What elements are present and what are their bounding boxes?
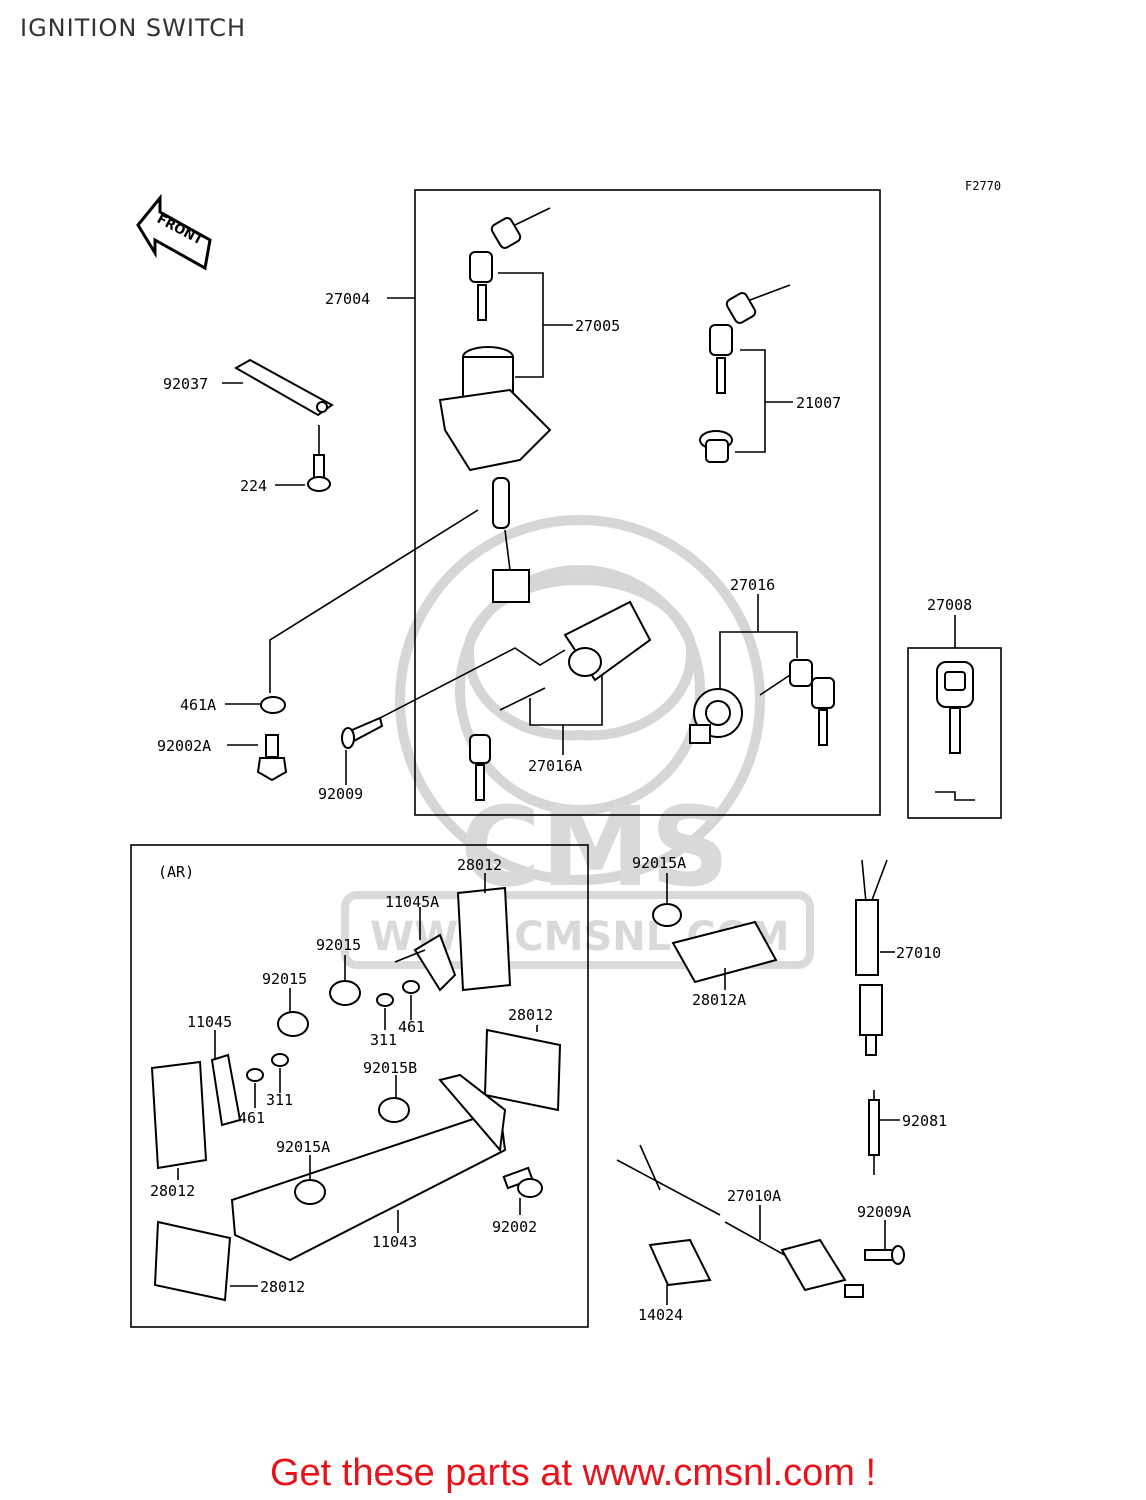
switch-27010-icon — [855, 859, 888, 1056]
variant-label: (AR) — [158, 863, 194, 881]
lock-cylinder-27016a-icon — [469, 600, 652, 801]
label-11045A: 11045A — [385, 893, 439, 911]
cover-14024-icon — [648, 1238, 712, 1287]
figure-code: F2770 — [965, 179, 1001, 193]
spring-92081-icon — [868, 1090, 880, 1175]
label-27010A: 27010A — [727, 1187, 781, 1205]
label-28012A: 28012A — [692, 991, 746, 1009]
page-title: IGNITION SWITCH — [20, 14, 247, 42]
bracket-plate-92037-icon — [233, 358, 334, 417]
label-27010: 27010 — [896, 944, 941, 962]
label-21007: 21007 — [796, 394, 841, 412]
label-92002: 92002 — [492, 1218, 537, 1236]
reflector-28012-top-icon — [456, 886, 512, 992]
part-labels: 27004 27005 21007 92037 224 27016 27008 … — [150, 290, 972, 1324]
lock-set-27016-icon — [689, 659, 835, 746]
screw-92009a-icon — [864, 1245, 905, 1265]
reflector-28012a-icon — [671, 920, 778, 984]
label-11045: 11045 — [187, 1013, 232, 1031]
bracket-11045a-icon — [394, 933, 457, 992]
label-92015A-right: 92015A — [632, 854, 686, 872]
label-28012-mid: 28012 — [508, 1006, 553, 1024]
label-27005: 27005 — [575, 317, 620, 335]
bolt-92002a-icon — [256, 734, 288, 782]
label-92009: 92009 — [318, 785, 363, 803]
label-92002A: 92002A — [157, 737, 211, 755]
reflector-28012-bottom-icon — [153, 1220, 232, 1302]
label-92015-a: 92015 — [316, 936, 361, 954]
screw-224-icon — [307, 454, 331, 492]
label-461-b: 461 — [238, 1109, 265, 1127]
bracket-11045-icon — [210, 1053, 242, 1127]
label-461-a: 461 — [398, 1018, 425, 1036]
washer-461a-icon — [260, 696, 286, 714]
nut-92015-b-icon — [277, 1011, 309, 1037]
label-27016A: 27016A — [528, 757, 582, 775]
ignition-switch-icon — [438, 346, 552, 603]
label-92009A: 92009A — [857, 1203, 911, 1221]
reflector-28012-left-icon — [150, 1060, 208, 1170]
screw-92009-icon — [341, 716, 384, 749]
bolt-92002-icon — [502, 1166, 543, 1198]
label-11043: 11043 — [372, 1233, 417, 1251]
label-28012-bottom: 28012 — [260, 1278, 305, 1296]
label-92015A-left: 92015A — [276, 1138, 330, 1156]
label-27016: 27016 — [730, 576, 775, 594]
key-blank-27008-icon — [935, 661, 975, 801]
label-311-b: 311 — [266, 1091, 293, 1109]
label-224: 224 — [240, 477, 267, 495]
key-pair-21007-icon — [699, 284, 791, 463]
nut-92015b-icon — [378, 1097, 410, 1123]
parts-diagram: CMS WWW.CMSNL.COM F2770 (AR) FRONT — [130, 179, 1002, 1328]
nut-92015a-right-icon — [652, 903, 682, 927]
leader-lines — [177, 272, 956, 1305]
ignition-kit-box — [414, 189, 881, 816]
label-27004: 27004 — [325, 290, 370, 308]
label-14024: 14024 — [638, 1306, 683, 1324]
key-pair-27005-icon — [469, 207, 551, 321]
nuts-311-461-a-icon — [376, 980, 420, 1007]
label-92015-b: 92015 — [262, 970, 307, 988]
label-92037: 92037 — [163, 375, 208, 393]
footer-cta-link[interactable]: Get these parts at www.cmsnl.com ! — [269, 1452, 877, 1494]
bracket-11043-icon — [230, 1073, 507, 1262]
nut-92015-a-icon — [329, 980, 361, 1006]
label-92081: 92081 — [902, 1112, 947, 1130]
nuts-461-311-b-icon — [246, 1053, 289, 1082]
front-arrow-icon: FRONT — [136, 193, 212, 271]
label-28012-left: 28012 — [150, 1182, 195, 1200]
reflector-28012-mid-icon — [483, 1028, 562, 1112]
label-92015B: 92015B — [363, 1059, 417, 1077]
label-311-a: 311 — [370, 1031, 397, 1049]
reflector-kit-box — [130, 844, 589, 1328]
nut-92015a-left-icon — [294, 1179, 326, 1205]
label-27008: 27008 — [927, 596, 972, 614]
label-28012-top: 28012 — [457, 856, 502, 874]
switch-27010a-icon — [616, 1144, 864, 1298]
label-461A: 461A — [180, 696, 216, 714]
